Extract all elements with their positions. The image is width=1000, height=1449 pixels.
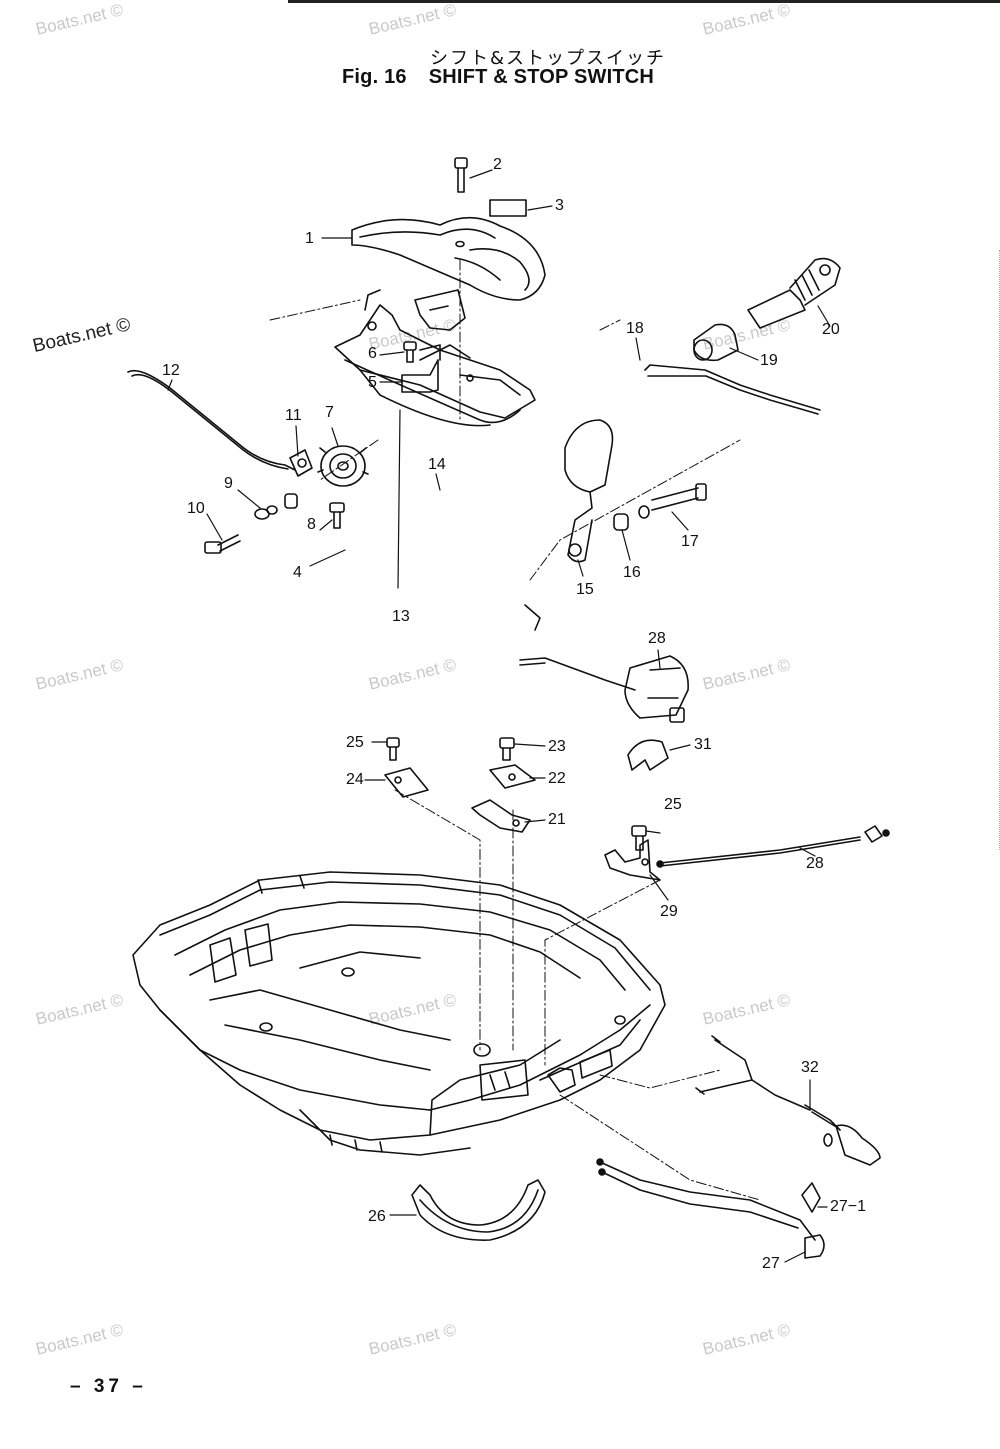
japanese-title: シフト&ストップスイッチ [430,48,667,69]
label-6: 6 [368,345,377,362]
label-4: 4 [293,564,302,581]
figure-number: Fig. 16 [342,66,407,88]
part-2-screw [454,157,468,193]
part-5-bracket [401,344,441,393]
part-12-rod [127,369,296,471]
label-2: 2 [493,156,502,173]
part-24-bracket [384,767,429,798]
top-rule [288,0,1000,3]
leader-lines [167,169,831,1263]
part-22-plate [489,764,536,789]
part-26-band [411,1179,546,1241]
part-25-screw [386,737,400,761]
part-7-gear [317,445,369,487]
label-9: 9 [224,475,233,492]
label-22: 22 [548,770,566,787]
part-32-switch [695,1035,881,1166]
label-12: 12 [162,362,180,379]
label-24: 24 [346,771,364,788]
part-15-lever [564,419,614,563]
part-17-bolt [638,483,707,519]
page-number: – 37 – [70,1376,147,1397]
label-18: 18 [626,320,644,337]
label-3: 3 [555,197,564,214]
part-25-screw-right [631,825,647,851]
label-29: 29 [660,903,678,920]
part-14-plate [414,289,466,331]
part-27-wiring [596,1158,825,1259]
part-8-bolt [329,502,345,529]
part-23-screw [499,737,515,761]
label-8: 8 [307,516,316,533]
label-28: 28 [806,855,824,872]
part-28-cable [656,825,890,868]
figure-caption: SHIFT & STOP SWITCH [428,66,655,88]
part-30-stop-switch [519,604,689,723]
part-3-pad [489,199,527,217]
part-6-screw [403,341,417,363]
label-13: 13 [392,608,410,625]
part-29-bracket [604,839,661,881]
part-16-collar [613,513,629,531]
part-18-rod [644,364,821,415]
label-16: 16 [623,564,641,581]
label-19: 19 [760,352,778,369]
label-26: 26 [368,1208,386,1225]
label-20: 20 [822,321,840,338]
bottom-cowling [132,871,666,1156]
part-19-grommet [693,323,739,362]
part-20-switch [747,257,841,329]
label-27-1: 27−1 [830,1198,867,1215]
part-31-clip [627,739,669,771]
part-21-plate [471,799,531,833]
label-23: 23 [548,738,566,755]
part-10-bolt [204,505,278,554]
label-32: 32 [801,1059,819,1076]
label-15: 15 [576,581,594,598]
label-27: 27 [762,1255,780,1272]
label-31: 31 [694,736,712,753]
label-30: 28 [648,630,666,647]
part-1-cover [351,216,546,301]
label-7: 7 [325,404,334,421]
label-10: 10 [187,500,205,517]
label-5: 5 [368,374,377,391]
label-14: 14 [428,456,446,473]
center-lines [269,259,761,1201]
label-17: 17 [681,533,699,550]
figure-title: Fig. 16 SHIFT & STOP SWITCH [342,66,654,89]
label-25-right: 25 [664,796,682,813]
label-21: 21 [548,811,566,828]
part-13-holder [334,289,536,427]
label-25: 25 [346,734,364,751]
label-1: 1 [305,230,314,247]
label-11: 11 [285,407,302,424]
part-11-clip [289,449,313,477]
part-9-collar [284,493,298,509]
